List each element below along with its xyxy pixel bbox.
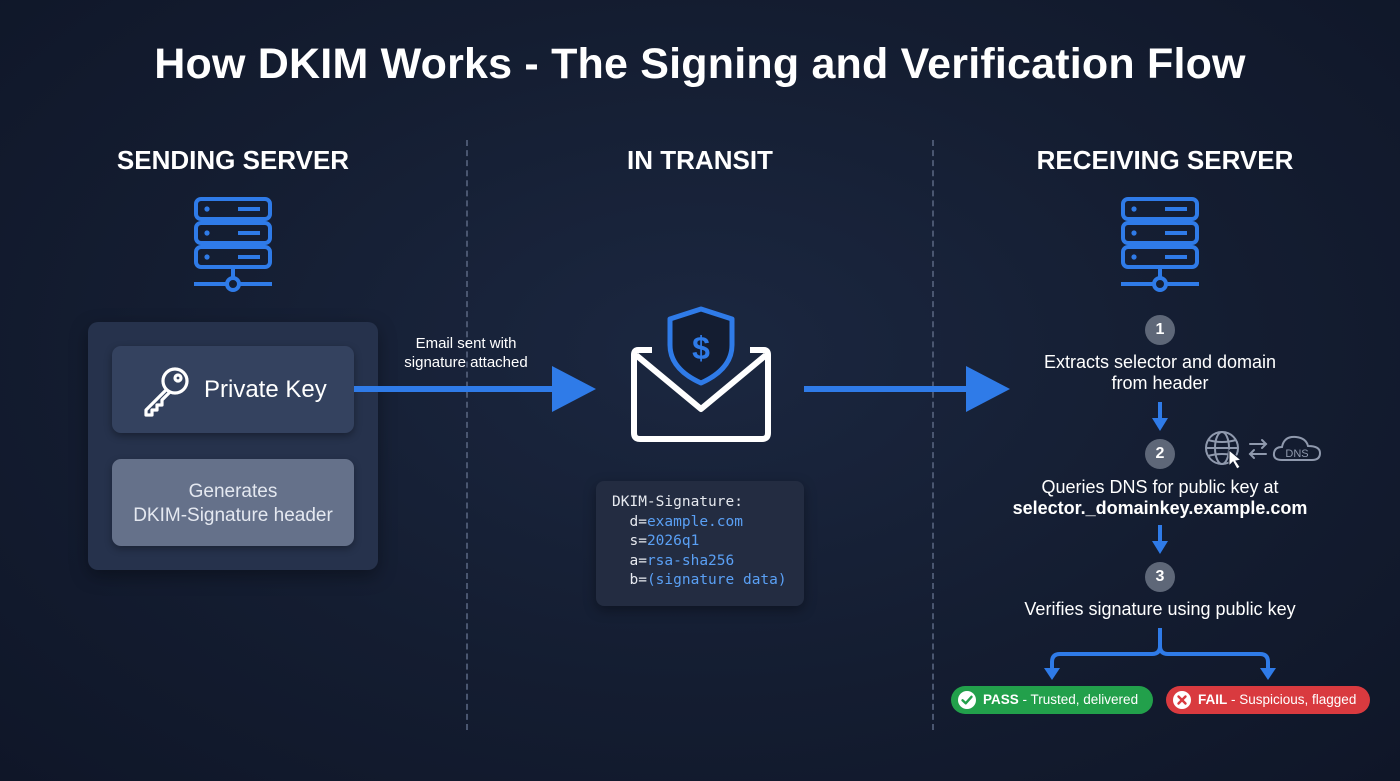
step-2-text: Queries DNS for public key at selector._… (960, 477, 1360, 519)
step-1-line2: from header (1111, 373, 1209, 393)
pass-text: - Trusted, delivered (1018, 692, 1139, 707)
arrow-label-line2: signature attached (404, 354, 528, 371)
divider-left (466, 140, 468, 730)
step-2-line2: selector._domainkey.example.com (1012, 498, 1308, 518)
server-icon (1121, 197, 1199, 292)
step-1-number: 1 (1145, 315, 1175, 345)
receive-arrow (804, 366, 1010, 412)
receiving-server-heading: RECEIVING SERVER (1036, 145, 1294, 175)
page-title: How DKIM Works - The Signing and Verific… (154, 40, 1246, 88)
step-2-line1: Queries DNS for public key at (1041, 477, 1279, 497)
arrow-label-line1: Email sent with (415, 335, 517, 352)
generates-line2: DKIM-Signature header (133, 505, 333, 526)
dkim-signature-box (596, 481, 804, 606)
check-icon (958, 691, 976, 709)
fail-text: - Suspicious, flagged (1227, 692, 1357, 707)
fail-badge: FAIL - Suspicious, flagged (1166, 686, 1370, 714)
signature-header: DKIM-Signature: (612, 494, 743, 510)
signature-field-s: s=2026q1 (629, 533, 700, 550)
pass-label: PASS (983, 692, 1019, 707)
swap-arrows-icon (1248, 439, 1268, 459)
divider-right (932, 140, 934, 730)
branch-arrows (1044, 628, 1276, 680)
down-arrow-icon (1152, 525, 1168, 554)
signature-field-b: b=(signature data) (629, 572, 787, 589)
signature-field-a: a=rsa-sha256 (629, 552, 735, 569)
cursor-icon (1228, 448, 1243, 470)
arrow-label: Email sent with signature attached (376, 334, 556, 372)
generates-box (112, 459, 354, 546)
key-icon (144, 367, 189, 417)
step-2-number: 2 (1145, 439, 1175, 469)
step-1-line1: Extracts selector and domain (1043, 352, 1277, 372)
send-arrow (354, 366, 596, 412)
svg-text:$: $ (692, 330, 710, 366)
sending-server-heading: SENDING SERVER (116, 145, 350, 175)
fail-label: FAIL (1198, 692, 1228, 707)
pass-badge: PASS - Trusted, delivered (951, 686, 1153, 714)
dkim-signature-code: DKIM-Signature: d=example.com s=2026q1 a… (612, 493, 787, 591)
globe-cursor-icon (1205, 431, 1239, 465)
down-arrow-icon (1152, 402, 1168, 431)
envelope-shield-icon: $ (631, 306, 771, 442)
in-transit-heading: IN TRANSIT (627, 145, 773, 175)
private-key-label: Private Key (204, 376, 327, 403)
signature-field-d: d=example.com (629, 513, 743, 530)
generates-text: Generates DKIM-Signature header (112, 480, 354, 528)
dns-lookup-illustration: DNS (1205, 431, 1322, 470)
private-key-box (112, 346, 354, 433)
step-3-text: Verifies signature using public key (1024, 599, 1296, 619)
x-icon (1173, 691, 1191, 709)
server-icon (194, 197, 272, 292)
cloud-dns-icon (1272, 435, 1322, 461)
step-3-number: 3 (1145, 562, 1175, 592)
step-1-text: Extracts selector and domain from header (960, 352, 1360, 394)
generates-line1: Generates (188, 481, 278, 502)
dns-label: DNS (1285, 448, 1308, 460)
